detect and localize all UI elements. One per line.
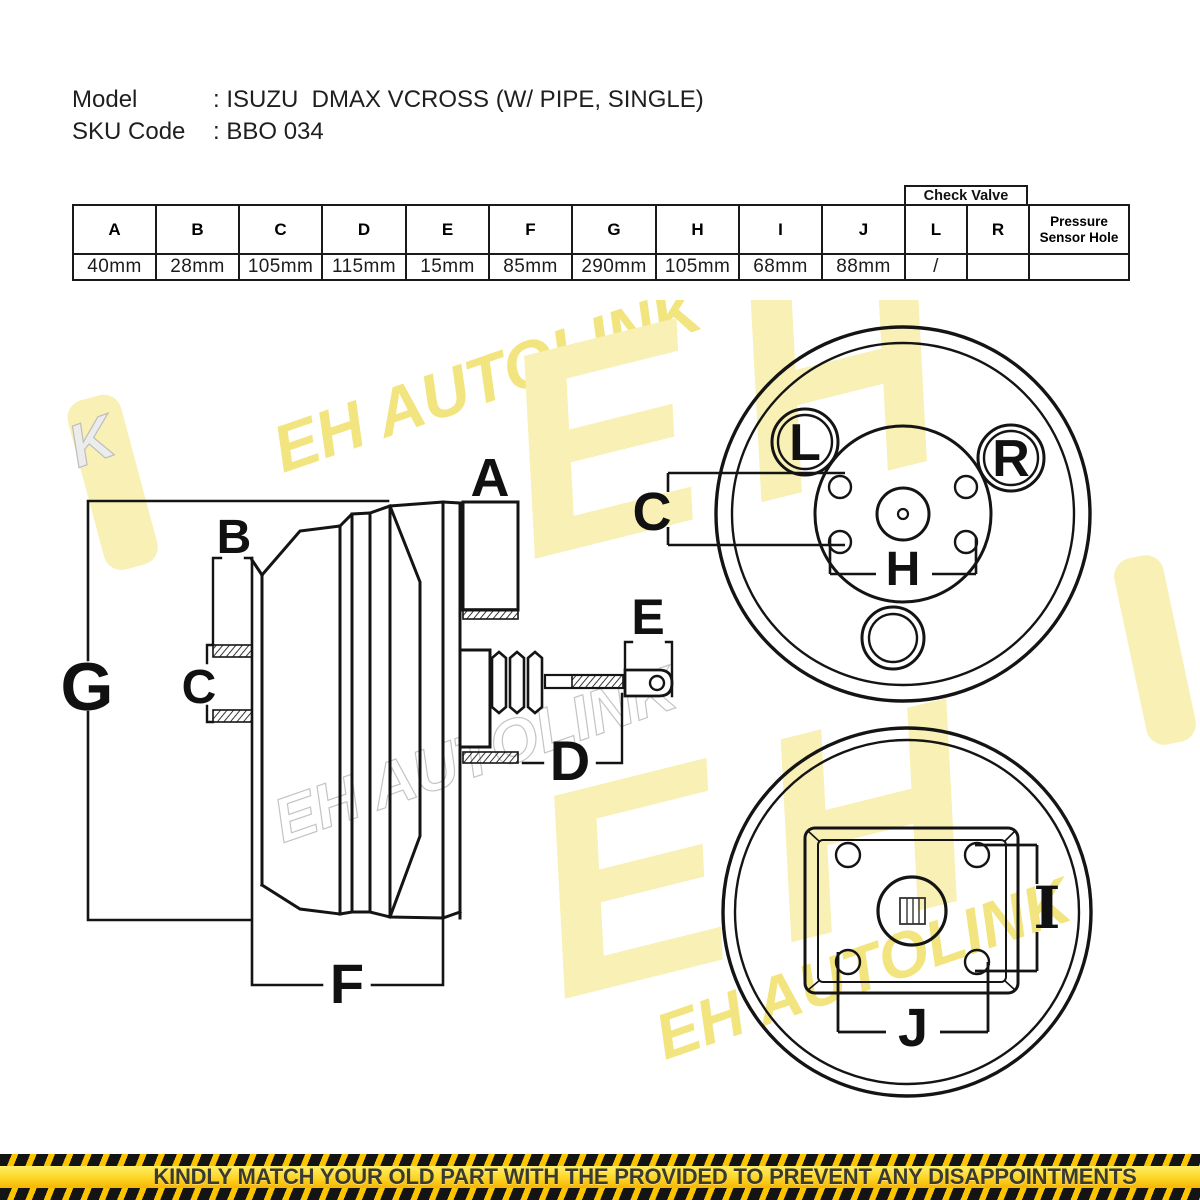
val-R bbox=[966, 253, 1030, 281]
label-H: H bbox=[886, 543, 921, 596]
label-R: R bbox=[992, 430, 1030, 488]
front-view bbox=[666, 325, 1092, 703]
col-F: F bbox=[488, 204, 573, 255]
vacuum-port bbox=[860, 605, 926, 671]
table-header-row: A B C D E F G H I J L R Pressure Sensor … bbox=[72, 204, 1130, 255]
model-row: Model : ISUZU DMAX VCROSS (W/ PIPE, SINGL… bbox=[72, 86, 704, 114]
check-valve-port-right bbox=[976, 423, 1046, 493]
label-F: F bbox=[330, 952, 364, 1015]
val-J: 88mm bbox=[821, 253, 906, 281]
label-C-front: C bbox=[633, 482, 672, 542]
watermark-slab bbox=[1114, 555, 1196, 745]
col-J: J bbox=[821, 204, 906, 255]
val-I: 68mm bbox=[738, 253, 823, 281]
check-valve-port-left bbox=[770, 407, 840, 477]
model-label: Model bbox=[72, 86, 138, 113]
label-L: L bbox=[789, 414, 821, 472]
model-value: : ISUZU DMAX VCROSS (W/ PIPE, SINGLE) bbox=[213, 86, 704, 113]
banner-notice: KINDLY MATCH YOUR OLD PART WITH THE PROV… bbox=[153, 1164, 1137, 1189]
label-C: C bbox=[182, 661, 217, 714]
col-I: I bbox=[738, 204, 823, 255]
side-view bbox=[86, 499, 674, 987]
label-A: A bbox=[471, 448, 510, 508]
hazard-stripe-top bbox=[0, 1154, 1200, 1166]
val-G: 290mm bbox=[571, 253, 657, 281]
col-G: G bbox=[571, 204, 657, 255]
stud-hole bbox=[827, 474, 853, 500]
label-G: G bbox=[61, 649, 114, 725]
label-E: E bbox=[631, 589, 664, 645]
stud-hole bbox=[953, 529, 979, 555]
col-E: E bbox=[405, 204, 490, 255]
booster-technical-drawing: K EH AUTOLINK EH EH AUTOLINK EH EH AUTOL… bbox=[59, 300, 1196, 1098]
footer-banner: KINDLY MATCH YOUR OLD PART WITH THE PROV… bbox=[0, 1154, 1200, 1200]
val-A: 40mm bbox=[72, 253, 157, 281]
col-B: B bbox=[155, 204, 240, 255]
val-D: 115mm bbox=[321, 253, 407, 281]
check-valve-header: Check Valve bbox=[904, 185, 1028, 206]
val-C: 105mm bbox=[238, 253, 323, 281]
table-value-row: 40mm 28mm 105mm 115mm 15mm 85mm 290mm 10… bbox=[72, 253, 1130, 281]
val-H: 105mm bbox=[655, 253, 740, 281]
sku-label: SKU Code bbox=[72, 118, 186, 145]
hazard-stripe-bottom bbox=[0, 1188, 1200, 1200]
banner-band: KINDLY MATCH YOUR OLD PART WITH THE PROV… bbox=[0, 1164, 1200, 1189]
col-A: A bbox=[72, 204, 157, 255]
label-B: B bbox=[217, 511, 252, 564]
col-D: D bbox=[321, 204, 407, 255]
col-H: H bbox=[655, 204, 740, 255]
val-E: 15mm bbox=[405, 253, 490, 281]
rear-view-labels: I J bbox=[898, 874, 1061, 1058]
val-B: 28mm bbox=[155, 253, 240, 281]
val-F: 85mm bbox=[488, 253, 573, 281]
col-R: R bbox=[966, 204, 1030, 255]
label-D: D bbox=[550, 729, 590, 792]
sku-value: : BBO 034 bbox=[213, 118, 324, 145]
front-view-labels: L R C H bbox=[633, 414, 1030, 596]
watermark-slab bbox=[67, 394, 158, 570]
col-L: L bbox=[904, 204, 968, 255]
mount-hole bbox=[834, 948, 862, 976]
mount-hole bbox=[963, 841, 991, 869]
mount-hole bbox=[834, 841, 862, 869]
rear-view bbox=[721, 726, 1093, 1098]
val-pressure-sensor-hole bbox=[1028, 253, 1130, 281]
col-pressure-sensor-hole: Pressure Sensor Hole bbox=[1028, 204, 1130, 255]
stud-hole bbox=[953, 474, 979, 500]
sku-row: SKU Code : BBO 034 bbox=[72, 118, 324, 146]
pushrod-bore bbox=[876, 875, 948, 947]
side-view-labels: G B C A E D F bbox=[61, 448, 665, 1015]
val-L: / bbox=[904, 253, 968, 281]
label-J: J bbox=[898, 998, 928, 1058]
col-C: C bbox=[238, 204, 323, 255]
label-I: I bbox=[1033, 874, 1060, 942]
